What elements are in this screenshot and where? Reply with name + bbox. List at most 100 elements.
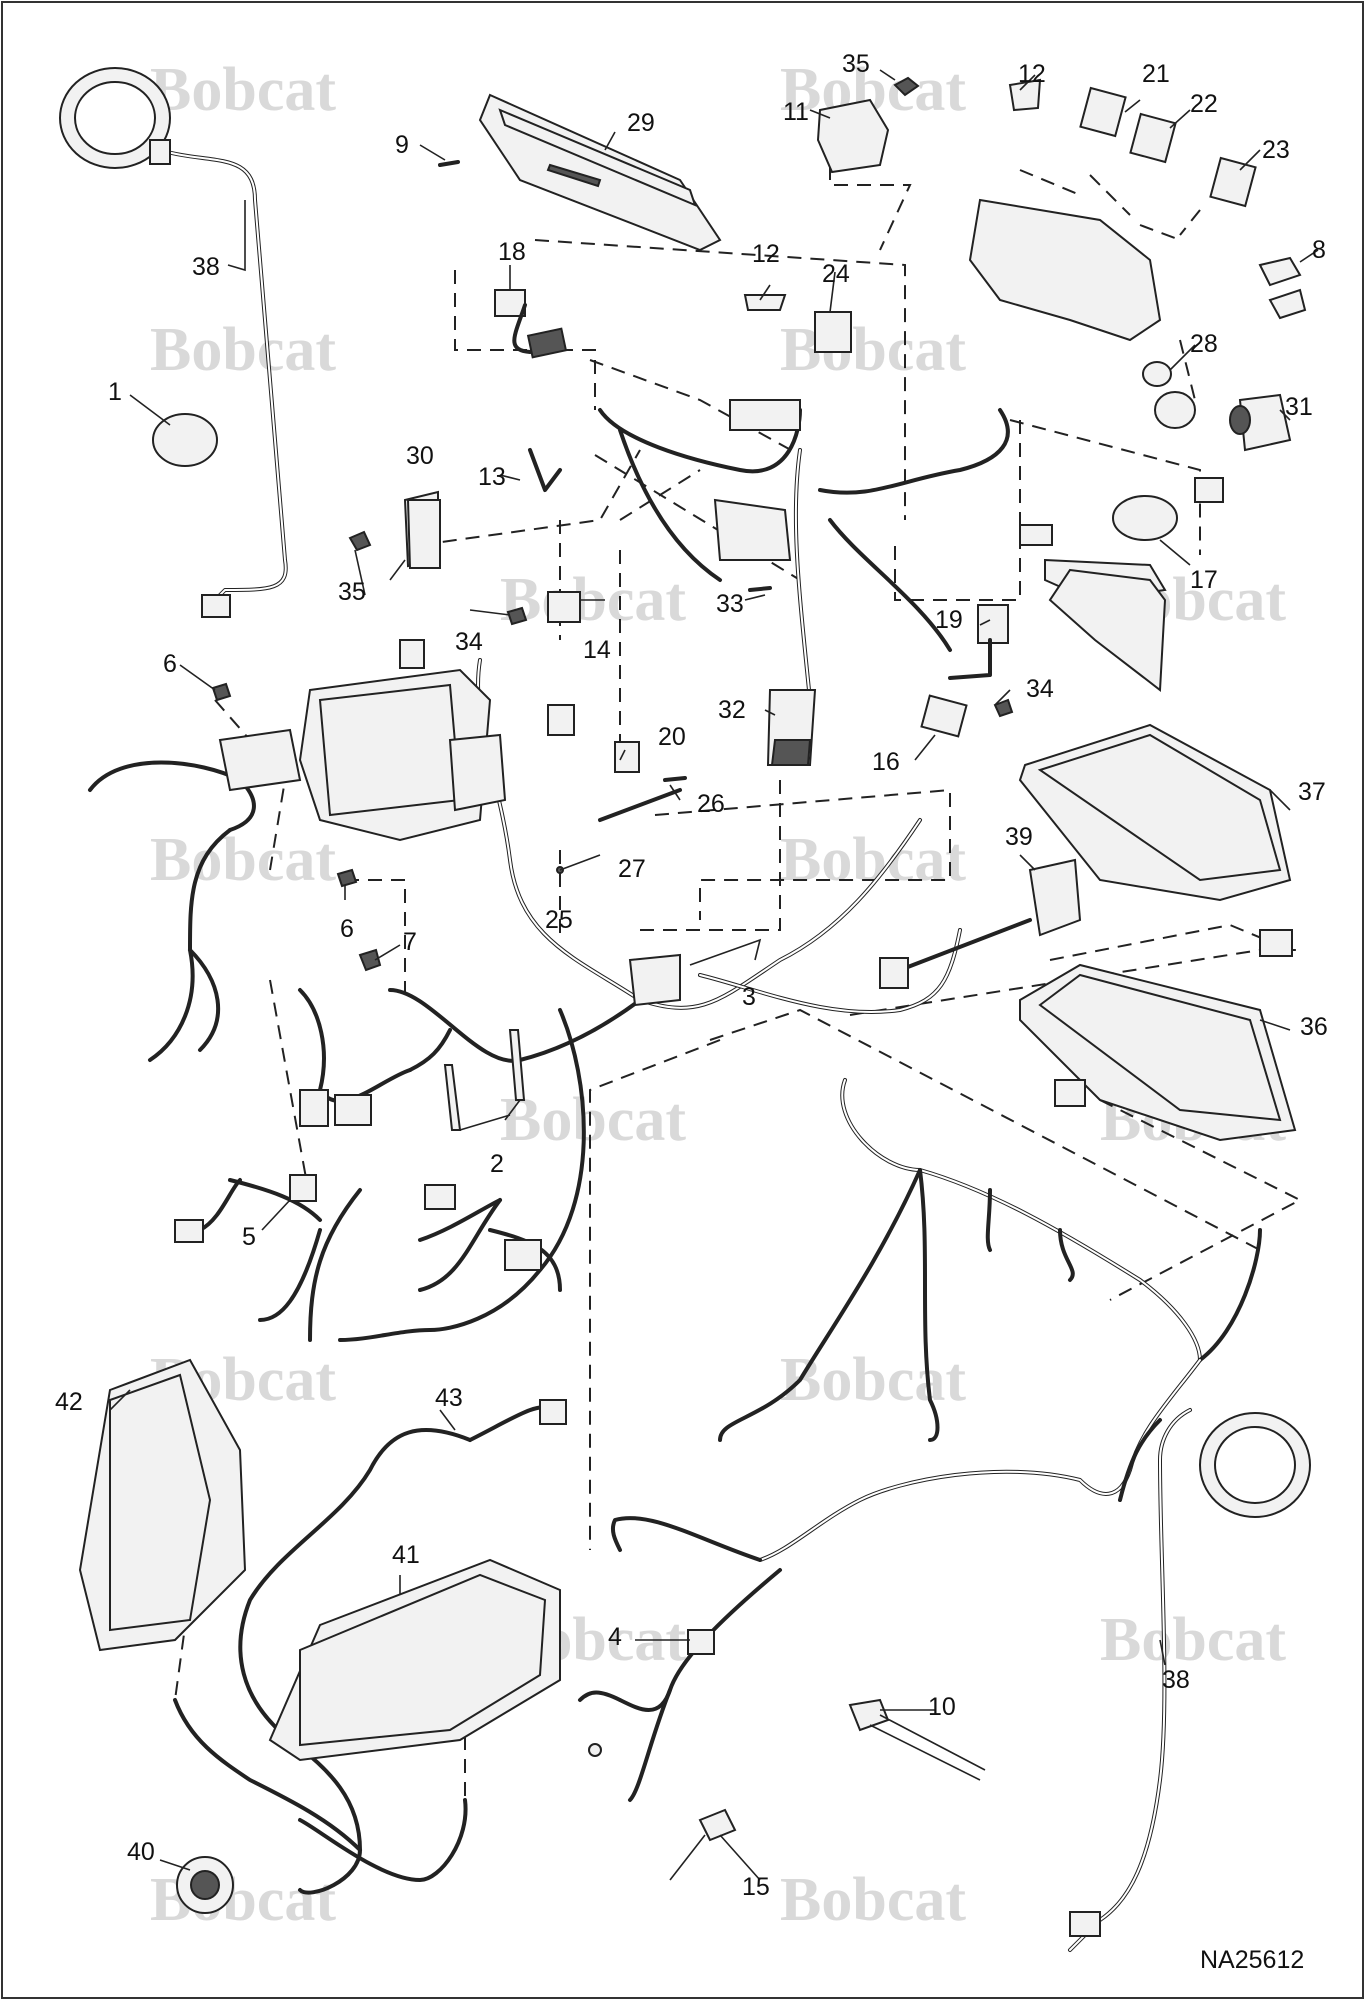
callout-label-tail-light: 36 xyxy=(1300,1013,1328,1041)
switch-part-21 xyxy=(1079,86,1127,138)
switch-cover-part-12-top xyxy=(1008,78,1042,112)
brand-watermark: Bobcat xyxy=(150,826,336,894)
callout-label-connector: 14 xyxy=(583,636,611,664)
harness-part-5-connector xyxy=(289,1174,317,1202)
headlight-part-42 xyxy=(78,1358,247,1652)
callout-label-speaker: 38 xyxy=(192,253,220,281)
callout-label-tail-light: 37 xyxy=(1298,778,1326,806)
callout-label-bolt: 7 xyxy=(403,928,417,956)
callout-label-relay: 11 xyxy=(783,98,809,126)
switch-part-24 xyxy=(814,311,852,353)
callout-label-switch: 24 xyxy=(822,260,850,288)
brand-watermark: Bobcat xyxy=(780,1866,966,1934)
callout-label-connector: 13 xyxy=(478,463,506,491)
harness-junction xyxy=(713,498,792,561)
relay-part-14 xyxy=(547,591,581,623)
parts-layer xyxy=(59,67,1311,1937)
switch-housing xyxy=(968,198,1162,342)
speaker-part-38-bottom xyxy=(1069,1412,1311,1937)
callout-label-terminal: 26 xyxy=(697,790,725,818)
cable-tie-part-15 xyxy=(669,1808,737,1881)
switch-part-17 xyxy=(1019,495,1178,692)
callout-label-relay: 30 xyxy=(406,442,434,470)
callout-label-wiring-harness: 4 xyxy=(608,1623,622,1651)
connector-block xyxy=(424,1184,456,1210)
switch-cover-part-12 xyxy=(743,294,787,311)
bolt-part-35-left xyxy=(348,530,372,552)
clamp-part-1 xyxy=(152,413,218,467)
ignition-nut xyxy=(1154,391,1196,429)
callout-label-diode: 20 xyxy=(658,723,686,751)
callout-label-switch-cover: 12 xyxy=(752,240,780,268)
tail-light-part-36 xyxy=(1019,963,1297,1142)
callout-label-fuse-block: 32 xyxy=(718,696,746,724)
callout-label-headlight: 41 xyxy=(392,1541,420,1569)
callout-label-key: 8 xyxy=(1312,236,1326,264)
instrument-panel-part-29 xyxy=(478,93,722,252)
callout-label-fuse: 27 xyxy=(618,855,646,883)
tail-light-part-37 xyxy=(1018,723,1293,957)
screw-part-9 xyxy=(438,160,460,167)
brand-watermark: Bobcat xyxy=(150,56,336,124)
callout-label-screw: 25 xyxy=(545,906,573,934)
switch-part-23 xyxy=(1209,156,1257,208)
callout-label-nut: 34 xyxy=(1026,675,1054,703)
bolt-part-6-top xyxy=(211,682,232,702)
callout-label-cable-tie: 10 xyxy=(928,1693,956,1721)
callout-label-bolt: 35 xyxy=(338,578,366,606)
nut-part-28 xyxy=(1142,361,1172,387)
fuse-box-part-6 xyxy=(218,639,507,842)
key-part-8 xyxy=(1258,256,1307,320)
callout-label-switch: 18 xyxy=(498,238,526,266)
callout-label-relay: 16 xyxy=(872,748,900,776)
callout-label-power-outlet: 39 xyxy=(1005,823,1033,851)
callout-leaders xyxy=(109,69,1319,1881)
callout-label-sensor: 19 xyxy=(935,606,963,634)
callout-label-switch-cover: 12 xyxy=(1018,60,1046,88)
speaker-part-38-top xyxy=(59,67,231,618)
nut-part-34-left xyxy=(506,606,528,626)
callout-label-screw: 9 xyxy=(395,131,409,159)
harness-part-4-ring xyxy=(588,1743,602,1757)
diode-part-20 xyxy=(614,741,640,773)
brand-watermark: Bobcat xyxy=(780,316,966,384)
callout-label-nut: 28 xyxy=(1190,330,1218,358)
callout-label-ignition-switch: 31 xyxy=(1285,393,1313,421)
callout-label-wiring-harness: 5 xyxy=(242,1223,256,1251)
brand-watermark: Bobcat xyxy=(500,1086,686,1154)
callout-label-bolt: 6 xyxy=(340,915,354,943)
callout-label-switch: 17 xyxy=(1190,566,1218,594)
nut-part-34-right xyxy=(993,698,1014,718)
connector-block xyxy=(299,1089,329,1127)
callout-label-nut: 34 xyxy=(455,628,483,656)
callout-label-screw: 33 xyxy=(716,590,744,618)
terminal-part-26 xyxy=(663,776,687,782)
power-outlet-part-39 xyxy=(879,858,1082,989)
callout-label-switch: 21 xyxy=(1142,60,1170,88)
brand-watermark: Bobcat xyxy=(1100,1606,1286,1674)
callout-label-switch: 23 xyxy=(1262,136,1290,164)
bolt-part-7 xyxy=(358,948,382,972)
drawing-number: NA25612 xyxy=(1200,1946,1304,1974)
callout-label-wiring-harness: 3 xyxy=(742,983,756,1011)
harness-part-5-end xyxy=(174,1219,204,1243)
cable-tie-part-10 xyxy=(848,1698,986,1781)
callout-label-clamp: 1 xyxy=(108,378,122,406)
connector-block xyxy=(334,1094,372,1126)
callout-label-switch: 22 xyxy=(1190,90,1218,118)
callout-label-bolt: 6 xyxy=(163,650,177,678)
callout-label-instrument-panel: 29 xyxy=(627,109,655,137)
switch-part-18 xyxy=(494,289,568,359)
fuse-part-27 xyxy=(598,788,682,822)
callout-label-wiring-harness: 43 xyxy=(435,1384,463,1412)
callout-label-speaker: 38 xyxy=(1162,1666,1190,1694)
harness-part-43-connector xyxy=(539,1399,567,1425)
harness-part-4-connector xyxy=(687,1629,715,1655)
horn-part-40 xyxy=(176,1856,234,1914)
callout-label-bolt: 35 xyxy=(842,50,870,78)
brand-watermark: Bobcat xyxy=(780,1346,966,1414)
harness-connector-block xyxy=(729,399,801,431)
